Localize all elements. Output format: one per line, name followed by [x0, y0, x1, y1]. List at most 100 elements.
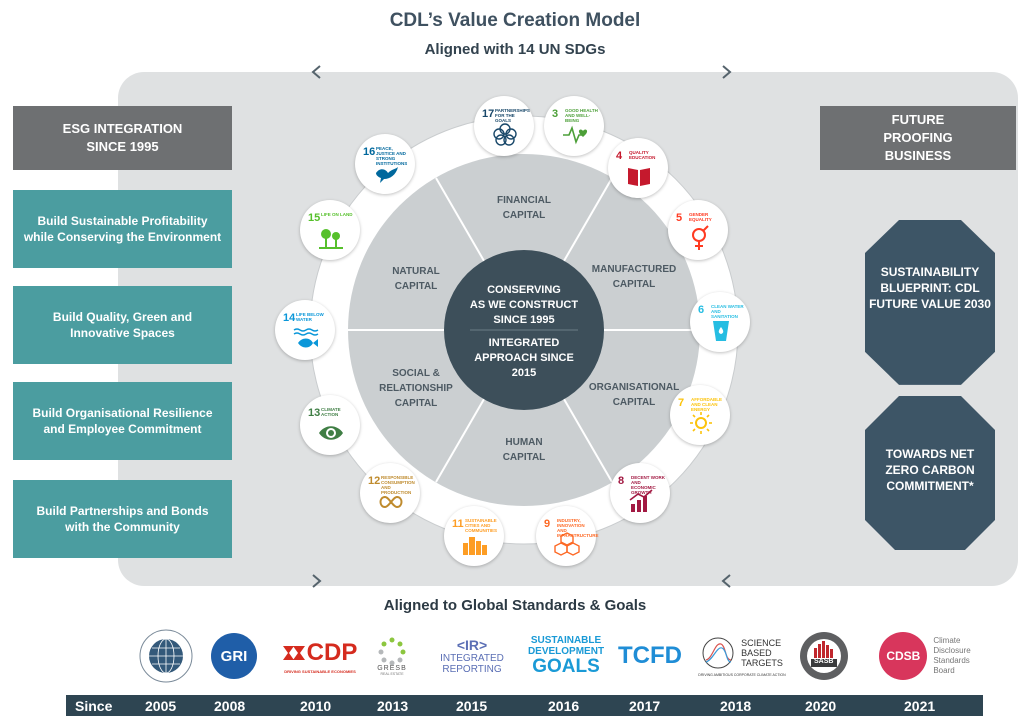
gri-logo: GRI — [204, 628, 264, 684]
cdsb-line-4: Board — [933, 666, 955, 675]
cubes-icon — [554, 532, 580, 556]
cdp-logo: CDP DRIVING SUSTAINABLE ECONOMIES — [272, 628, 368, 684]
fish-icon — [293, 328, 319, 348]
dove-icon — [376, 167, 398, 183]
cdp-text: CDP — [306, 638, 358, 666]
year-2015: 2015 — [456, 698, 488, 714]
eye-icon — [319, 426, 343, 440]
sdg-number: 14 — [283, 312, 296, 324]
esg-integration-heading: ESG INTEGRATION SINCE 1995 — [13, 106, 232, 170]
flower-icon — [493, 123, 517, 146]
gresb-subtext: REAL ESTATE — [380, 671, 404, 676]
sdg-number: 9 — [544, 518, 551, 530]
sdg-number: 4 — [616, 150, 623, 162]
page-subtitle: Aligned with 14 UN SDGs — [424, 41, 606, 58]
science-based-targets-logo: SCIENCE BASED TARGETS DRIVING AMBITIOUS … — [692, 628, 792, 684]
year-2013: 2013 — [377, 698, 409, 714]
ir-text: <IR> — [456, 637, 488, 653]
sdg-logo-line-1: SUSTAINABLE — [530, 635, 602, 646]
standards-title: Aligned to Global Standards & Goals — [383, 597, 647, 614]
sdg-label: QUALITY EDUCATION — [629, 150, 656, 160]
sbt-line-2: BASED — [741, 647, 772, 658]
bottom-right-arrow-icon — [721, 574, 731, 588]
year-2005: 2005 — [145, 698, 177, 714]
hexagon-net-zero — [865, 396, 995, 550]
sdg-number: 5 — [676, 212, 683, 224]
left-box-2-text: Build Quality, Green and Innovative Spac… — [52, 310, 193, 340]
sdg-number: 7 — [678, 397, 685, 409]
sdg-7-badge: 7 AFFORDABLE AND CLEAN ENERGY — [670, 385, 730, 445]
year-bar — [66, 695, 983, 716]
sun-icon — [690, 412, 712, 434]
future-proofing-text: FUTURE PROOFING BUSINESS — [883, 112, 953, 163]
year-2021: 2021 — [904, 698, 936, 714]
sdg-label: CLIMATE ACTION — [321, 407, 341, 417]
cdsb-text: CDSB — [879, 632, 928, 680]
cdp-subtext: DRIVING SUSTAINABLE ECONOMIES — [284, 668, 356, 674]
left-box-3: Build Organisational Resilience and Empl… — [13, 382, 232, 460]
left-box-2: Build Quality, Green and Innovative Spac… — [13, 286, 232, 364]
city-icon — [463, 537, 487, 555]
top-right-arrow-icon — [722, 65, 732, 79]
hexagon-blueprint — [865, 220, 995, 385]
sdg-number: 13 — [308, 407, 321, 419]
sdg-number: 12 — [368, 475, 381, 487]
year-2016: 2016 — [548, 698, 580, 714]
tree-icon — [319, 229, 343, 249]
year-2018: 2018 — [720, 698, 752, 714]
sdg-label: LIFE BELOW WATER — [296, 312, 324, 322]
gresb-dots-icon — [378, 637, 406, 665]
ir-line-2: REPORTING — [442, 664, 502, 675]
sasb-logo: SASB — [796, 628, 852, 684]
left-box-1-text: Build Sustainable Profitability while Co… — [23, 214, 222, 244]
bottom-left-arrow-icon — [312, 574, 322, 588]
sdg-5-badge: 5 GENDER EQUALITY — [668, 200, 728, 260]
left-box-3-text: Build Organisational Resilience and Empl… — [32, 406, 213, 436]
integrated-reporting-logo: <IR> INTEGRATED REPORTING — [430, 628, 514, 684]
cdp-mark-icon — [282, 645, 305, 660]
tcfd-text: TCFD — [618, 642, 682, 669]
sdg-number: 17 — [482, 108, 495, 120]
sasb-text: SASB — [814, 658, 834, 665]
sbt-subtext: DRIVING AMBITIOUS CORPORATE CLIMATE ACTI… — [698, 672, 786, 677]
sdg-9-badge: 9 INDUSTRY, INNOVATION AND INFRASTRUCTURE — [536, 506, 599, 566]
sdg-number: 8 — [618, 475, 625, 487]
year-2017: 2017 — [629, 698, 661, 714]
left-box-1: Build Sustainable Profitability while Co… — [13, 190, 232, 268]
un-global-compact-logo: UN GLOBAL COMPACT — [128, 628, 204, 684]
sdg-label: LIFE ON LAND — [321, 212, 353, 217]
sdg-number: 11 — [452, 518, 464, 530]
sdg-label: AFFORDABLE AND CLEAN ENERGY — [691, 397, 722, 412]
sdg-label: GENDER EQUALITY — [689, 212, 712, 222]
sdg-number: 6 — [698, 304, 705, 316]
sdg-logo-line-2: DEVELOPMENT — [527, 646, 605, 657]
esg-integration-text: ESG INTEGRATION SINCE 1995 — [62, 121, 183, 154]
cdsb-line-2: Disclosure — [933, 646, 971, 655]
tcfd-logo: TCFD — [614, 628, 686, 684]
year-2020: 2020 — [805, 698, 837, 714]
hexagon-net-zero-text: TOWARDS NET ZERO CARBON COMMITMENT* — [885, 447, 975, 493]
top-left-arrow-icon — [311, 65, 321, 79]
year-2010: 2010 — [300, 698, 332, 714]
heartbeat-icon — [563, 125, 588, 145]
gri-text: GRI — [211, 633, 257, 679]
gresb-text: GRESB — [377, 664, 407, 672]
cdsb-line-3: Standards — [933, 656, 970, 665]
sdg-label: INDUSTRY, INNOVATION AND INFRASTRUCTURE — [557, 518, 599, 538]
sdg-number: 16 — [363, 146, 376, 158]
sdg-logo-line-3: GOALS — [532, 656, 600, 677]
left-box-4-text: Build Partnerships and Bonds with the Co… — [36, 504, 209, 534]
since-label: Since — [75, 698, 113, 714]
